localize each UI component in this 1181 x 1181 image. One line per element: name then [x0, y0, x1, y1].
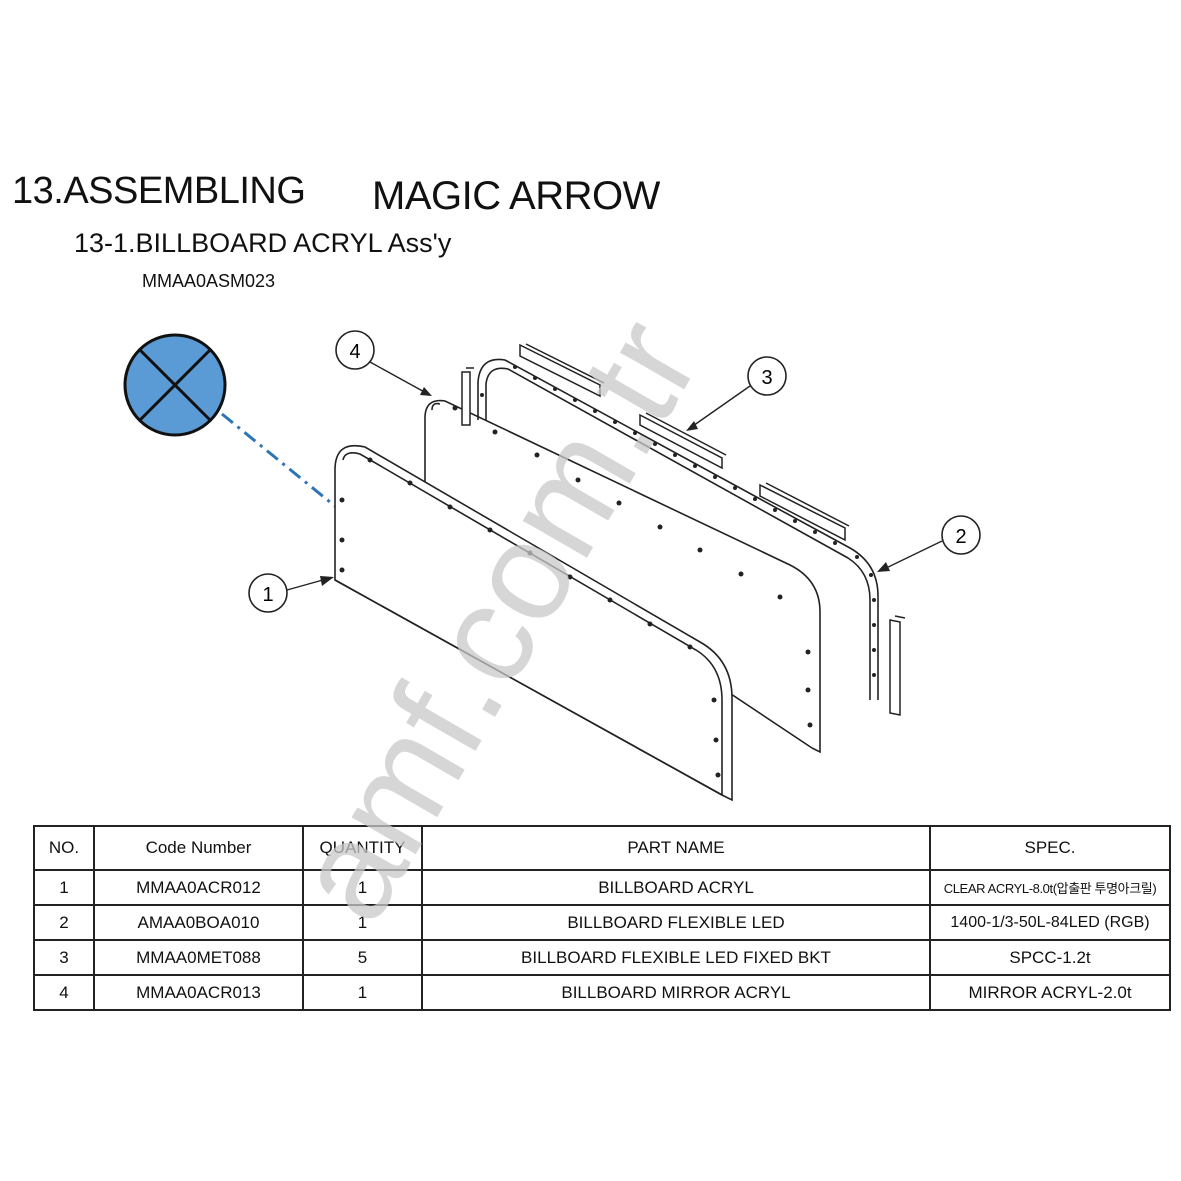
table-row: 4 MMAA0ACR013 1 BILLBOARD MIRROR ACRYL M…: [33, 974, 1171, 1011]
svg-text:4: 4: [349, 341, 360, 363]
cell-no: 1: [33, 869, 95, 906]
cell-quantity: 1: [302, 869, 423, 906]
table-header-row: NO. Code Number QUANTITY PART NAME SPEC.: [33, 825, 1171, 871]
assembly-code: MMAA0ASM023: [142, 271, 276, 291]
callout-1: 1: [248, 573, 334, 613]
cell-quantity: 5: [302, 939, 423, 976]
svg-text:3: 3: [761, 367, 772, 389]
cell-quantity: 1: [302, 974, 423, 1011]
table-row: 3 MMAA0MET088 5 BILLBOARD FLEXIBLE LED F…: [33, 939, 1171, 976]
led-dots: [480, 365, 876, 677]
column-header-code: Code Number: [93, 825, 304, 871]
callout-3: 3: [686, 356, 787, 431]
cell-code: MMAA0MET088: [93, 939, 304, 976]
column-header-quantity: QUANTITY: [302, 825, 423, 871]
cell-code: MMAA0ACR012: [93, 869, 304, 906]
cell-no: 3: [33, 939, 95, 976]
panel-holes: [452, 405, 813, 728]
callout-4: 4: [335, 330, 432, 396]
svg-text:1: 1: [262, 584, 273, 606]
subsection-title: 13-1.BILLBOARD ACRYL Ass'y: [74, 228, 452, 258]
table-row: 1 MMAA0ACR012 1 BILLBOARD ACRYL CLEAR AC…: [33, 869, 1171, 906]
column-header-spec: SPEC.: [929, 825, 1171, 871]
cell-code: AMAA0BOA010: [93, 904, 304, 941]
exploded-view-drawing: 1 2 3 4: [123, 330, 981, 802]
model-name: MAGIC ARROW: [372, 174, 660, 218]
section-title: 13.ASSEMBLING: [12, 170, 306, 212]
cell-spec: 1400-1/3-50L-84LED (RGB): [929, 904, 1171, 941]
cell-part-name: BILLBOARD FLEXIBLE LED: [421, 904, 931, 941]
flexible-led-strip: [477, 358, 879, 700]
cell-no: 4: [33, 974, 95, 1011]
billboard-acryl-panel: [334, 445, 733, 802]
bill-of-materials-table: NO. Code Number QUANTITY PART NAME SPEC.…: [33, 825, 1171, 1011]
table-row: 2 AMAA0BOA010 1 BILLBOARD FLEXIBLE LED 1…: [33, 904, 1171, 941]
cell-quantity: 1: [302, 904, 423, 941]
panel-holes: [339, 457, 721, 778]
cell-no: 2: [33, 904, 95, 941]
callout-2: 2: [877, 515, 981, 572]
assembly-marker-icon: [123, 333, 227, 437]
column-header-part-name: PART NAME: [421, 825, 931, 871]
cell-code: MMAA0ACR013: [93, 974, 304, 1011]
cell-spec: MIRROR ACRYL-2.0t: [929, 974, 1171, 1011]
cell-part-name: BILLBOARD ACRYL: [421, 869, 931, 906]
cell-spec: SPCC-1.2t: [929, 939, 1171, 976]
cell-spec: CLEAR ACRYL-8.0t(압출판 투명아크릴): [929, 869, 1171, 906]
column-header-no: NO.: [33, 825, 95, 871]
svg-text:2: 2: [955, 526, 966, 548]
cell-part-name: BILLBOARD MIRROR ACRYL: [421, 974, 931, 1011]
cell-part-name: BILLBOARD FLEXIBLE LED FIXED BKT: [421, 939, 931, 976]
led-fixed-bracket: [461, 343, 906, 716]
